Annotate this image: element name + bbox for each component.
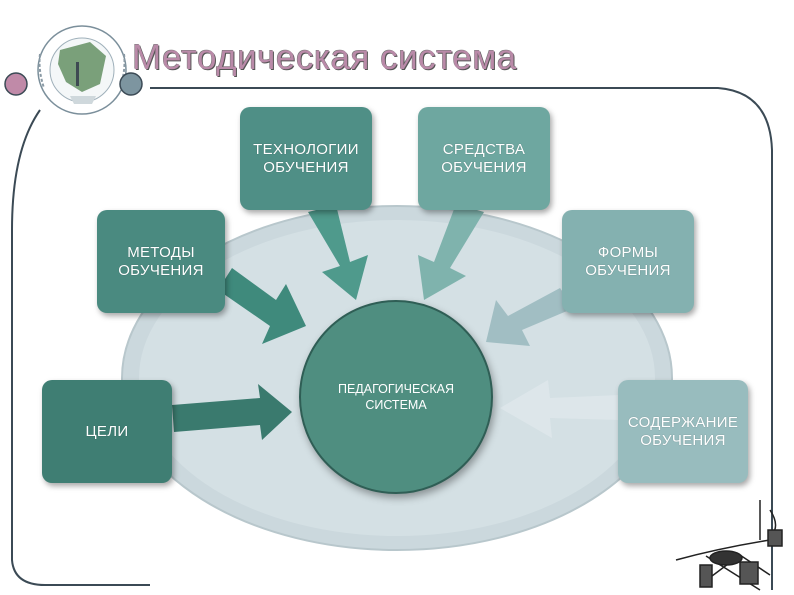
node-content: СОДЕРЖАНИЕ ОБУЧЕНИЯ [618, 380, 748, 483]
arrow-forms [486, 288, 574, 346]
node-methods: МЕТОДЫ ОБУЧЕНИЯ [97, 210, 225, 313]
arrow-means [418, 204, 484, 300]
frame-line-left [11, 109, 150, 586]
node-means: СРЕДСТВА ОБУЧЕНИЯ [418, 107, 550, 210]
arrow-tech [308, 205, 368, 300]
frame-line [150, 87, 773, 590]
network-decor-icon [675, 500, 783, 591]
page-title: Методическая система [132, 38, 517, 77]
logo-emblem-icon [37, 25, 127, 115]
node-forms: ФОРМЫ ОБУЧЕНИЯ [562, 210, 694, 313]
pink-dot-icon [4, 72, 28, 96]
node-technologies: ТЕХНОЛОГИИ ОБУЧЕНИЯ [240, 107, 372, 210]
node-goals: ЦЕЛИ [42, 380, 172, 483]
center-node-pedagogical-system: ПЕДАГОГИЧЕСКАЯ СИСТЕМА [299, 300, 493, 494]
arrow-content [500, 380, 620, 438]
arrow-goals [172, 384, 292, 440]
arrow-methods [218, 268, 306, 344]
blue-dot-icon [119, 72, 143, 96]
